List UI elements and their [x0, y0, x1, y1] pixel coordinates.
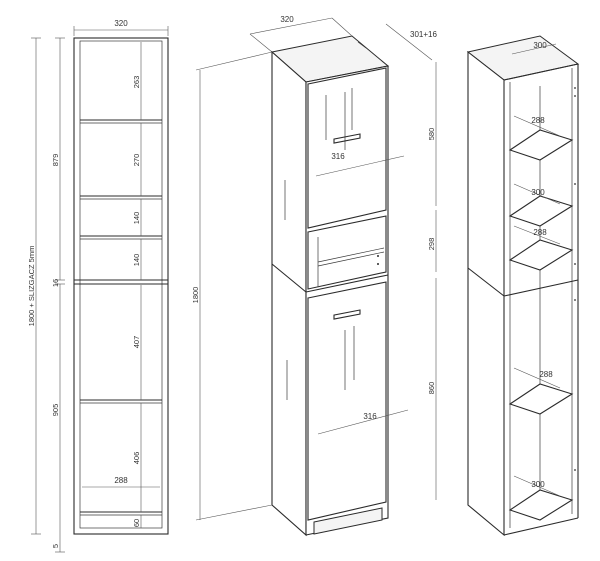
- front-plinth-label: 5: [51, 544, 60, 548]
- open-shelf-label-2: 300: [531, 188, 545, 197]
- front-width-label: 320: [114, 19, 128, 28]
- front-divider-label: 16: [51, 279, 60, 287]
- niche-shelf: [317, 247, 385, 263]
- front-upper-label: 879: [51, 154, 60, 167]
- iso-width-label: 320: [280, 15, 294, 24]
- iso-height-label: 1800: [191, 287, 200, 304]
- front-lower-label: 905: [51, 404, 60, 417]
- iso-door-width-upper-dim: [315, 155, 405, 177]
- gap-label-3: 140: [132, 212, 141, 225]
- iso-upper-door: [307, 67, 387, 229]
- iso-door-width-lower-label: 316: [363, 412, 377, 421]
- open-top-dim: [511, 43, 557, 55]
- pin: [574, 183, 576, 185]
- open-bottom-edge: [503, 517, 579, 536]
- iso-width-dim: [249, 17, 333, 35]
- front-elevation: 320 1800 + SLIZGACZ 5mm 879 905 16 5 263…: [27, 19, 169, 553]
- pin: [574, 299, 576, 301]
- open-shelf-label-3: 288: [533, 228, 547, 237]
- isometric-closed-view: 320 301+16 1800 580 298 860 316 316: [191, 15, 437, 537]
- open-shelf-label-4: 288: [539, 370, 553, 379]
- open-shelf-dim-2: [513, 183, 561, 205]
- open-side-face: [467, 50, 505, 537]
- iso-side-face: [271, 50, 307, 537]
- iso-divider-side: [271, 263, 307, 293]
- iso-niche-label: 298: [427, 238, 436, 251]
- open-shelf-label-5: 300: [531, 480, 545, 489]
- open-divider-side: [467, 267, 505, 297]
- top-mark: [357, 41, 367, 49]
- iso-upper-handle: [333, 133, 361, 144]
- dim-ext: [249, 33, 273, 53]
- open-shelf-dim-1: [513, 115, 561, 137]
- pin: [377, 263, 379, 265]
- open-shelf-dim-4: [513, 367, 561, 389]
- iso-door-width-upper-label: 316: [331, 152, 345, 161]
- iso-upper-door-label: 580: [427, 128, 436, 141]
- gap-label-5: 407: [132, 336, 141, 349]
- pin: [377, 255, 379, 257]
- gap-label-1: 263: [132, 76, 141, 89]
- iso-depth-dim: [385, 23, 433, 61]
- isometric-open-view: 300 288 300 288 288 300: [466, 35, 580, 537]
- open-shelf-5: [508, 489, 574, 521]
- pin: [574, 87, 576, 89]
- front-total-label: 1800 + SLIZGACZ 5mm: [27, 246, 36, 327]
- iso-depth-label: 301+16: [410, 30, 437, 39]
- open-divider: [503, 279, 579, 297]
- gap-label-4: 140: [132, 254, 141, 267]
- gap-label-6: 406: [132, 452, 141, 465]
- dim-ext: [331, 17, 353, 37]
- open-shelf-1: [508, 129, 574, 161]
- open-top-label: 300: [533, 41, 547, 50]
- iso-lower-handle: [333, 309, 361, 320]
- dim-ext: [195, 51, 273, 71]
- niche-shelf-b: [317, 251, 385, 267]
- iso-lower-door: [307, 281, 387, 521]
- open-front-top: [503, 63, 579, 81]
- iso-lower-door-label: 860: [427, 382, 436, 395]
- dim-ext: [195, 504, 273, 521]
- open-shelf-2: [508, 195, 574, 227]
- open-shelf-label-1: 288: [531, 116, 545, 125]
- open-shelf-3: [508, 239, 574, 271]
- pin: [574, 95, 576, 97]
- open-shelf-dim-3: [513, 225, 561, 245]
- gap-label-7: 60: [132, 519, 141, 527]
- front-outer-frame: [73, 37, 169, 535]
- iso-divider: [305, 274, 389, 293]
- gap-label-2: 270: [132, 154, 141, 167]
- inner-width-label: 288: [114, 476, 128, 485]
- iso-niche: [307, 215, 387, 290]
- pin: [574, 263, 576, 265]
- open-shelf-dim-5: [513, 475, 561, 497]
- iso-door-width-lower-dim: [317, 409, 409, 435]
- iso-plinth: [313, 507, 383, 535]
- open-shelf-4: [508, 383, 574, 415]
- pin: [574, 469, 576, 471]
